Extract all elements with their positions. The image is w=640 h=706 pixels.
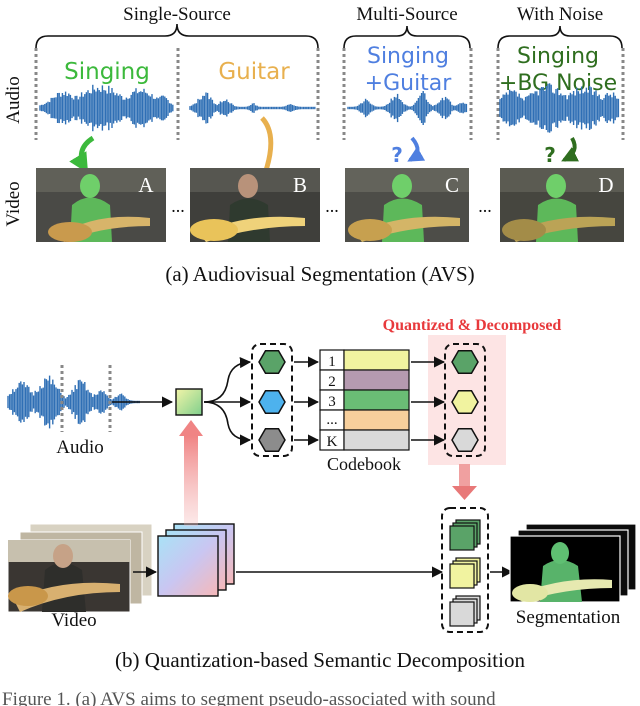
square-stack-green [449,519,481,551]
ellipsis: ... [478,196,492,216]
hexagon-green [258,349,286,375]
waveform-multi-source [347,91,468,125]
question-mark-noise: ? [544,143,556,167]
frame-letter-b: B [293,173,307,197]
square-stack-yellow [449,557,481,589]
hexagon-quantized-green [451,349,479,375]
codebook-index: 3 [328,394,336,410]
group-label-multi-source: Multi-Source [356,4,457,25]
waveform-singing [39,84,174,132]
arrow-branch-bottom [203,401,252,446]
pink-arrow-shaft-up [184,436,198,526]
codebook-label: Codebook [327,454,401,474]
frame-letter-c: C [445,173,459,197]
hexagon-quantized-gray [451,427,479,453]
ellipsis: ... [171,196,185,216]
arrow-branch-top [203,356,252,403]
codebook [319,349,410,451]
segmentation-label: Segmentation [516,607,621,628]
visual-feature-stack [157,523,235,597]
audio-feature-square [175,388,203,416]
hexagon-blue [258,389,286,415]
question-mark-multi: ? [391,143,403,167]
video-input-stack [7,523,153,613]
arrow-singing-to-frame [69,135,95,174]
square-stack-gray [449,595,481,627]
video-frame-b [190,168,320,242]
quantized-square-group [441,507,489,633]
ellipsis: ... [325,196,339,216]
brace-with-noise [497,25,623,49]
hexagon-gray [258,427,286,453]
waveform-audio-input [7,375,140,429]
codebook-index: ... [326,412,337,428]
audio-label: Audio [56,437,104,458]
pink-arrow-down [452,486,477,500]
audio-label-multi-line1: Singing [367,44,449,69]
codebook-index: 2 [328,374,336,390]
frame-letter-a: A [138,173,154,197]
audio-label-singing: Singing [64,59,150,85]
video-label: Video [51,610,96,631]
row-label-video: Video [3,181,24,226]
audio-label-noise-line1: Singing [517,44,599,69]
caption-b: (b) Quantization-based Semantic Decompos… [115,648,525,672]
pink-arrow-up [179,420,203,436]
figure-footer-text: Figure 1. (a) AVS aims to segment pseudo… [2,689,496,706]
video-frame-c [345,168,469,242]
codebook-index: 1 [328,354,336,370]
brace-multi-source [343,25,471,49]
hexagon-quantized-yellow [451,389,479,415]
video-frame-d [500,168,624,242]
group-label-with-noise: With Noise [517,4,603,25]
hexagon-group-decomposed [251,343,293,457]
frame-letter-d: D [598,173,613,197]
waveform-with-noise [499,83,620,133]
audio-label-multi-line2: +Guitar [365,71,453,96]
waveform-guitar [189,92,316,124]
arrow-noise-uncertain [561,137,580,162]
codebook-index: K [327,434,338,450]
audio-label-guitar: Guitar [218,59,290,85]
brace-single-source [35,23,319,49]
hexagon-group-quantized [444,343,486,457]
segmentation-output-stack [509,523,637,603]
caption-a: (a) Audiovisual Segmentation (AVS) [165,262,474,286]
quantized-label: Quantized & Decomposed [383,317,562,334]
row-label-audio: Audio [3,76,24,124]
arrow-multi-uncertain [407,136,426,162]
pink-arrow-shaft [459,464,470,486]
video-frame-a [36,168,166,242]
group-label-single-source: Single-Source [123,4,231,25]
